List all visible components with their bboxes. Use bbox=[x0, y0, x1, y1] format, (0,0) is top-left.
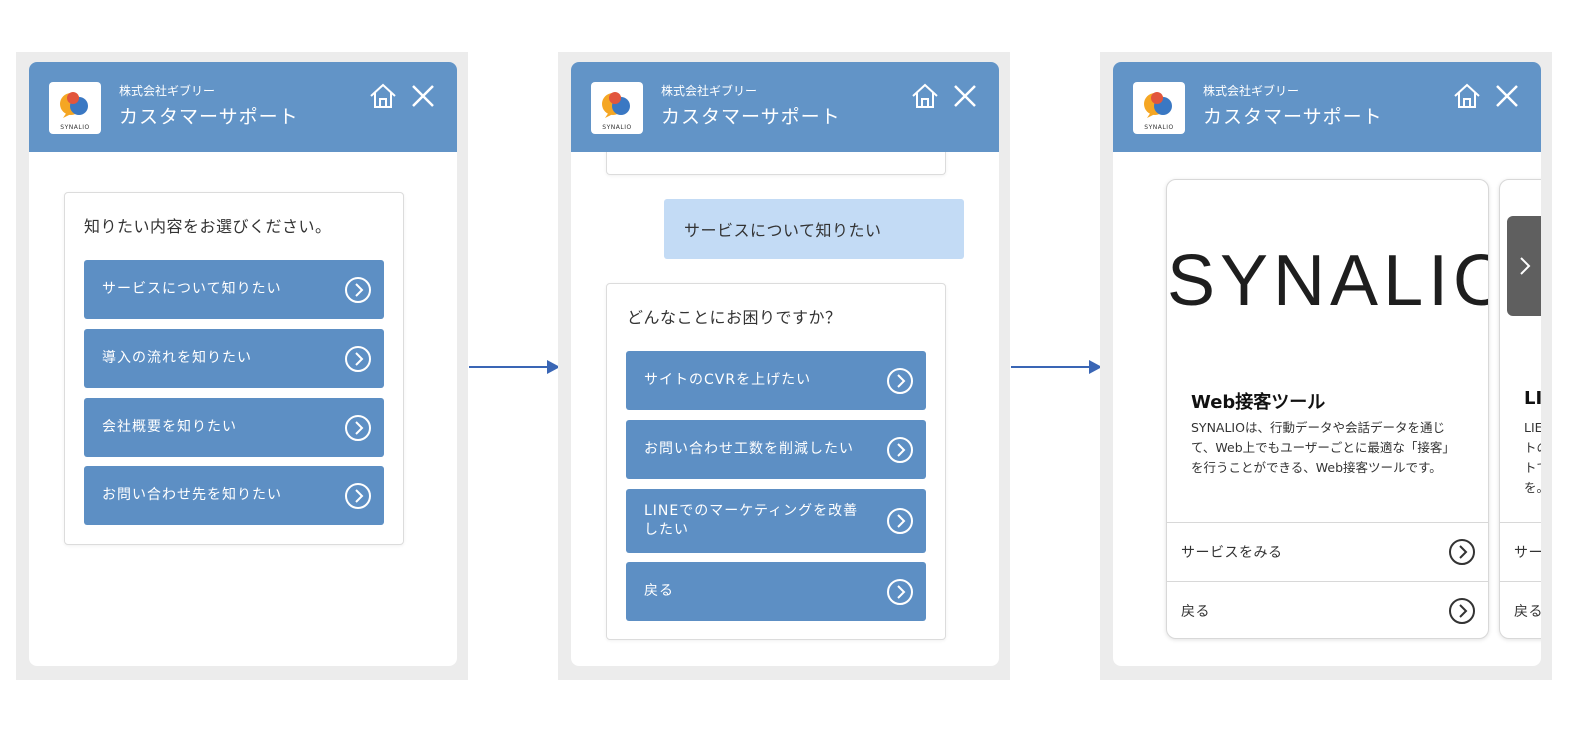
card-description: SYNALIOは、行動データや会話データを通じて、Web上でもユーザーごとに最適… bbox=[1191, 420, 1455, 475]
chat-widget-2: SYNALIO 株式会社ギブリー カスタマーサポート サービスについて知りたい … bbox=[571, 62, 999, 666]
message-card: どんなことにお困りですか？ サイトのCVRを上げたい お問い合わせ工数を削減した… bbox=[606, 283, 946, 640]
card-button-label: サー bbox=[1514, 545, 1541, 561]
back-button[interactable]: 戻る bbox=[1500, 581, 1541, 638]
desc-line: LIE bbox=[1524, 420, 1541, 435]
support-title: カスタマーサポート bbox=[1203, 106, 1383, 128]
chevron-right-icon bbox=[887, 367, 913, 394]
card-button-label: 戻る bbox=[1181, 604, 1210, 620]
option-label: サービスについて知りたい bbox=[102, 281, 282, 297]
bot-prompt: 知りたい内容をお選びください。 bbox=[84, 217, 332, 236]
logo-mark-icon bbox=[1144, 92, 1172, 118]
chevron-right-icon bbox=[1449, 539, 1475, 565]
carousel-next-button[interactable] bbox=[1507, 216, 1541, 316]
close-icon[interactable] bbox=[949, 80, 981, 112]
card-title: Web接客ツール bbox=[1191, 392, 1326, 413]
option-label: 導入の流れを知りたい bbox=[102, 350, 252, 366]
chevron-right-icon bbox=[345, 414, 371, 441]
option-label: お問い合わせ先を知りたい bbox=[102, 487, 282, 503]
user-message-bubble: サービスについて知りたい bbox=[664, 199, 964, 259]
close-icon[interactable] bbox=[1491, 80, 1523, 112]
synalio-logo: SYNALIO bbox=[1167, 240, 1489, 322]
option-label: サイトのCVRを上げたい bbox=[644, 372, 812, 388]
card-button-label: サービスをみる bbox=[1181, 545, 1283, 561]
desc-line: トで bbox=[1524, 460, 1541, 475]
bot-prompt: どんなことにお困りですか？ bbox=[627, 308, 842, 327]
support-title: カスタマーサポート bbox=[661, 106, 841, 128]
chevron-right-icon bbox=[345, 482, 371, 509]
logo-text: SYNALIO bbox=[602, 124, 632, 131]
option-button[interactable]: 導入の流れを知りたい bbox=[84, 329, 384, 388]
desc-line: を。 bbox=[1524, 480, 1541, 495]
option-button[interactable]: サイトのCVRを上げたい bbox=[626, 351, 926, 410]
company-name: 株式会社ギブリー bbox=[119, 84, 216, 98]
flow-arrow-line bbox=[469, 366, 549, 368]
back-button[interactable]: 戻る bbox=[626, 562, 926, 621]
option-button[interactable]: サービスについて知りたい bbox=[84, 260, 384, 319]
option-label: お問い合わせ工数を削減したい bbox=[644, 441, 854, 457]
option-label: 戻る bbox=[644, 583, 674, 599]
option-button[interactable]: LINEでのマーケティングを改善したい bbox=[626, 489, 926, 553]
support-title: カスタマーサポート bbox=[119, 106, 299, 128]
chevron-right-icon bbox=[1520, 257, 1531, 275]
option-label: LINEでのマーケティングを改善したい bbox=[644, 503, 859, 538]
chat-header: SYNALIO 株式会社ギブリー カスタマーサポート bbox=[1113, 62, 1541, 152]
chevron-right-icon bbox=[1449, 598, 1475, 624]
message-card: 知りたい内容をお選びください。 サービスについて知りたい 導入の流れを知りたい … bbox=[64, 192, 404, 545]
company-name: 株式会社ギブリー bbox=[1203, 84, 1300, 98]
option-label: 会社概要を知りたい bbox=[102, 419, 237, 435]
option-button[interactable]: お問い合わせ先を知りたい bbox=[84, 466, 384, 525]
home-icon[interactable] bbox=[909, 80, 941, 112]
flow-arrowhead bbox=[1089, 360, 1102, 374]
company-logo: SYNALIO bbox=[49, 82, 101, 134]
chat-header: SYNALIO 株式会社ギブリー カスタマーサポート bbox=[29, 62, 457, 152]
carousel-card: SYNALIO Web接客ツール SYNALIOは、行動データや会話データを通じ… bbox=[1166, 179, 1489, 639]
logo-text: SYNALIO bbox=[60, 124, 90, 131]
company-logo: SYNALIO bbox=[1133, 82, 1185, 134]
close-icon[interactable] bbox=[407, 80, 439, 112]
card-description: LIE トの トで を。 bbox=[1524, 418, 1541, 498]
chevron-right-icon bbox=[887, 578, 913, 605]
logo-mark-icon bbox=[602, 92, 630, 118]
flow-arrowhead bbox=[547, 360, 560, 374]
flow-arrow-line bbox=[1011, 366, 1091, 368]
chevron-right-icon bbox=[345, 276, 371, 303]
chevron-right-icon bbox=[887, 436, 913, 463]
home-icon[interactable] bbox=[367, 80, 399, 112]
chevron-right-icon bbox=[345, 345, 371, 372]
chat-widget-3: SYNALIO 株式会社ギブリー カスタマーサポート SYNALIO Web接客… bbox=[1113, 62, 1541, 666]
company-name: 株式会社ギブリー bbox=[661, 84, 758, 98]
chat-widget-1: SYNALIO 株式会社ギブリー カスタマーサポート 知りたい内容をお選びくださ… bbox=[29, 62, 457, 666]
logo-text: SYNALIO bbox=[1144, 124, 1174, 131]
option-button[interactable]: お問い合わせ工数を削減したい bbox=[626, 420, 926, 479]
card-title: LI bbox=[1524, 388, 1541, 409]
card-button-label: 戻る bbox=[1514, 604, 1541, 620]
logo-mark-icon bbox=[60, 92, 88, 118]
desc-line: トの bbox=[1524, 440, 1541, 455]
back-button[interactable]: 戻る bbox=[1167, 581, 1488, 638]
option-button[interactable]: 会社概要を知りたい bbox=[84, 398, 384, 457]
view-service-button[interactable]: サービスをみる bbox=[1167, 522, 1488, 581]
chevron-right-icon bbox=[887, 508, 913, 534]
synalio-logo-text: SYNALIO bbox=[1167, 241, 1489, 321]
company-logo: SYNALIO bbox=[591, 82, 643, 134]
view-service-button[interactable]: サー bbox=[1500, 522, 1541, 581]
chat-header: SYNALIO 株式会社ギブリー カスタマーサポート bbox=[571, 62, 999, 152]
home-icon[interactable] bbox=[1451, 80, 1483, 112]
